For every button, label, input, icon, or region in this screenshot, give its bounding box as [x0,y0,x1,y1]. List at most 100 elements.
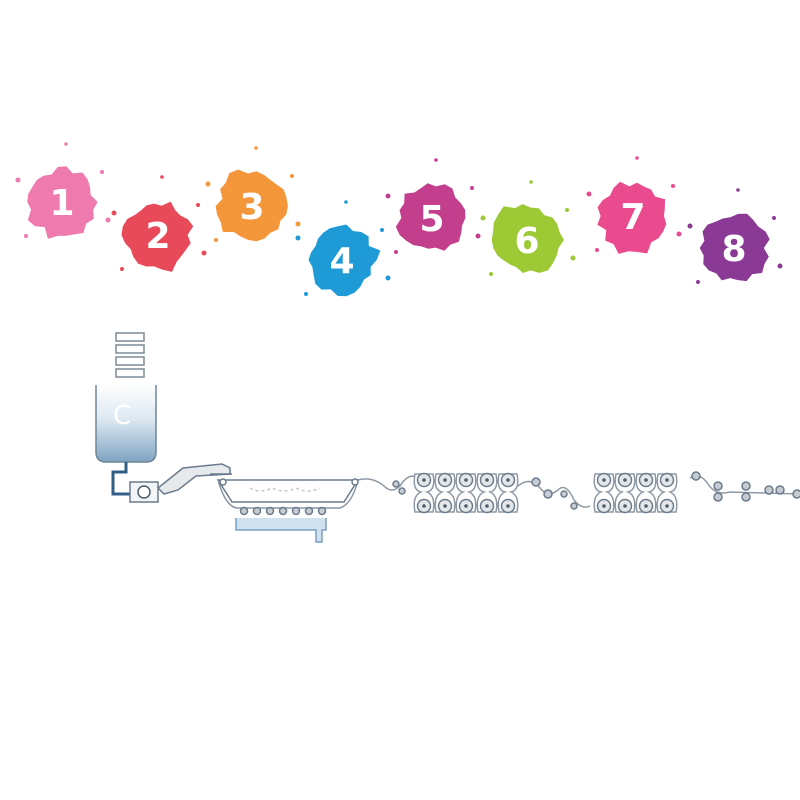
ink-droplet [380,228,384,232]
ink-droplet [385,193,391,199]
cylinder-hub [602,504,606,508]
ink-droplet [635,156,639,160]
ink-droplet [470,186,474,190]
cylinder-hub [665,504,669,508]
cylinder-hub [485,504,489,508]
transfer-roll [392,480,406,495]
cylinder-hub [665,478,669,482]
ink-splat-icon [699,213,770,282]
step-number: 6 [514,221,539,262]
step-markers: 1 2 3 4 5 6 7 8 [15,142,783,297]
ink-droplet [196,203,200,207]
ink-droplet [394,250,398,254]
ink-droplet [676,231,682,237]
step-number: 5 [419,199,444,240]
step-number: 3 [239,187,264,228]
ink-droplet [344,200,348,204]
table-roll [252,506,262,516]
dryer-section-1 [413,472,519,514]
cylinder-hub [464,504,468,508]
step-marker-2: 2 [111,175,207,272]
ink-splat-icon [597,181,667,254]
ink-droplet [696,280,700,284]
cylinder-hub [506,478,510,482]
ink-droplet [304,292,308,296]
guide-rolls [531,477,578,510]
ink-splat-icon [395,183,466,251]
step-marker-6: 6 [480,180,576,276]
step-number: 4 [329,241,354,282]
ink-droplet [120,267,124,271]
ink-splat-icon [27,166,98,239]
ink-splat-icon [215,169,288,242]
ink-droplet [64,142,68,146]
cylinder-hub [422,478,426,482]
step-number: 7 [620,197,645,238]
ink-droplet [201,250,207,256]
dryer-section-2 [593,472,678,514]
ink-droplet [24,234,28,238]
cylinder-hub [602,478,606,482]
table-roll [265,506,275,516]
cylinder-hub [464,478,468,482]
ink-splat-icon [308,224,381,297]
step-number: 1 [49,183,74,224]
cylinder-hub [623,478,627,482]
ink-droplet [475,233,481,239]
calender-rolls [691,471,800,502]
white-water-tray [235,518,327,543]
ink-droplet [772,216,776,220]
table-roll [278,506,288,516]
ink-splat-icon [491,204,564,273]
ink-droplet [295,235,301,241]
ink-droplet [586,191,592,197]
cylinder-hub [443,478,447,482]
paper-web [357,475,421,491]
table-roll [317,506,327,516]
ink-droplet [777,263,783,269]
ink-droplet [736,188,740,192]
machine-line: C [95,332,800,543]
ink-droplet [100,170,104,174]
stock-tank: C [95,385,157,463]
ink-droplet [489,272,493,276]
paper-web-mid [517,480,591,508]
ink-droplet [214,238,218,242]
ink-droplet [15,177,21,183]
ink-droplet [565,208,569,212]
ink-droplet [105,217,111,223]
ink-droplet [529,180,533,184]
table-roll [239,506,249,516]
step-marker-8: 8 [687,188,783,284]
cylinder-hub [623,504,627,508]
cylinder-hub [506,504,510,508]
ink-splat-icon [121,201,194,272]
table-roll [291,506,301,516]
step-marker-7: 7 [586,156,682,254]
ink-droplet [687,223,693,229]
cylinder-hub [422,504,426,508]
ink-droplet [111,210,117,216]
ink-droplet [385,275,391,281]
ink-droplet [295,221,301,227]
cylinder-hub [644,478,648,482]
forming-section [216,478,360,543]
ink-droplet [595,248,599,252]
step-number: 2 [145,216,170,257]
headbox [156,463,232,495]
ink-droplet [160,175,164,179]
step-marker-3: 3 [205,146,301,242]
step-marker-1: 1 [15,142,111,239]
cylinder-hub [644,504,648,508]
step-number: 8 [721,229,746,270]
ink-droplet [671,184,675,188]
ink-droplet [570,255,576,261]
stock-bales [115,332,145,378]
cylinder-hub [485,478,489,482]
step-marker-4: 4 [295,200,391,297]
step-marker-5: 5 [385,158,481,254]
feed-pipe [111,462,130,496]
ink-droplet [290,174,294,178]
table-roll [304,506,314,516]
